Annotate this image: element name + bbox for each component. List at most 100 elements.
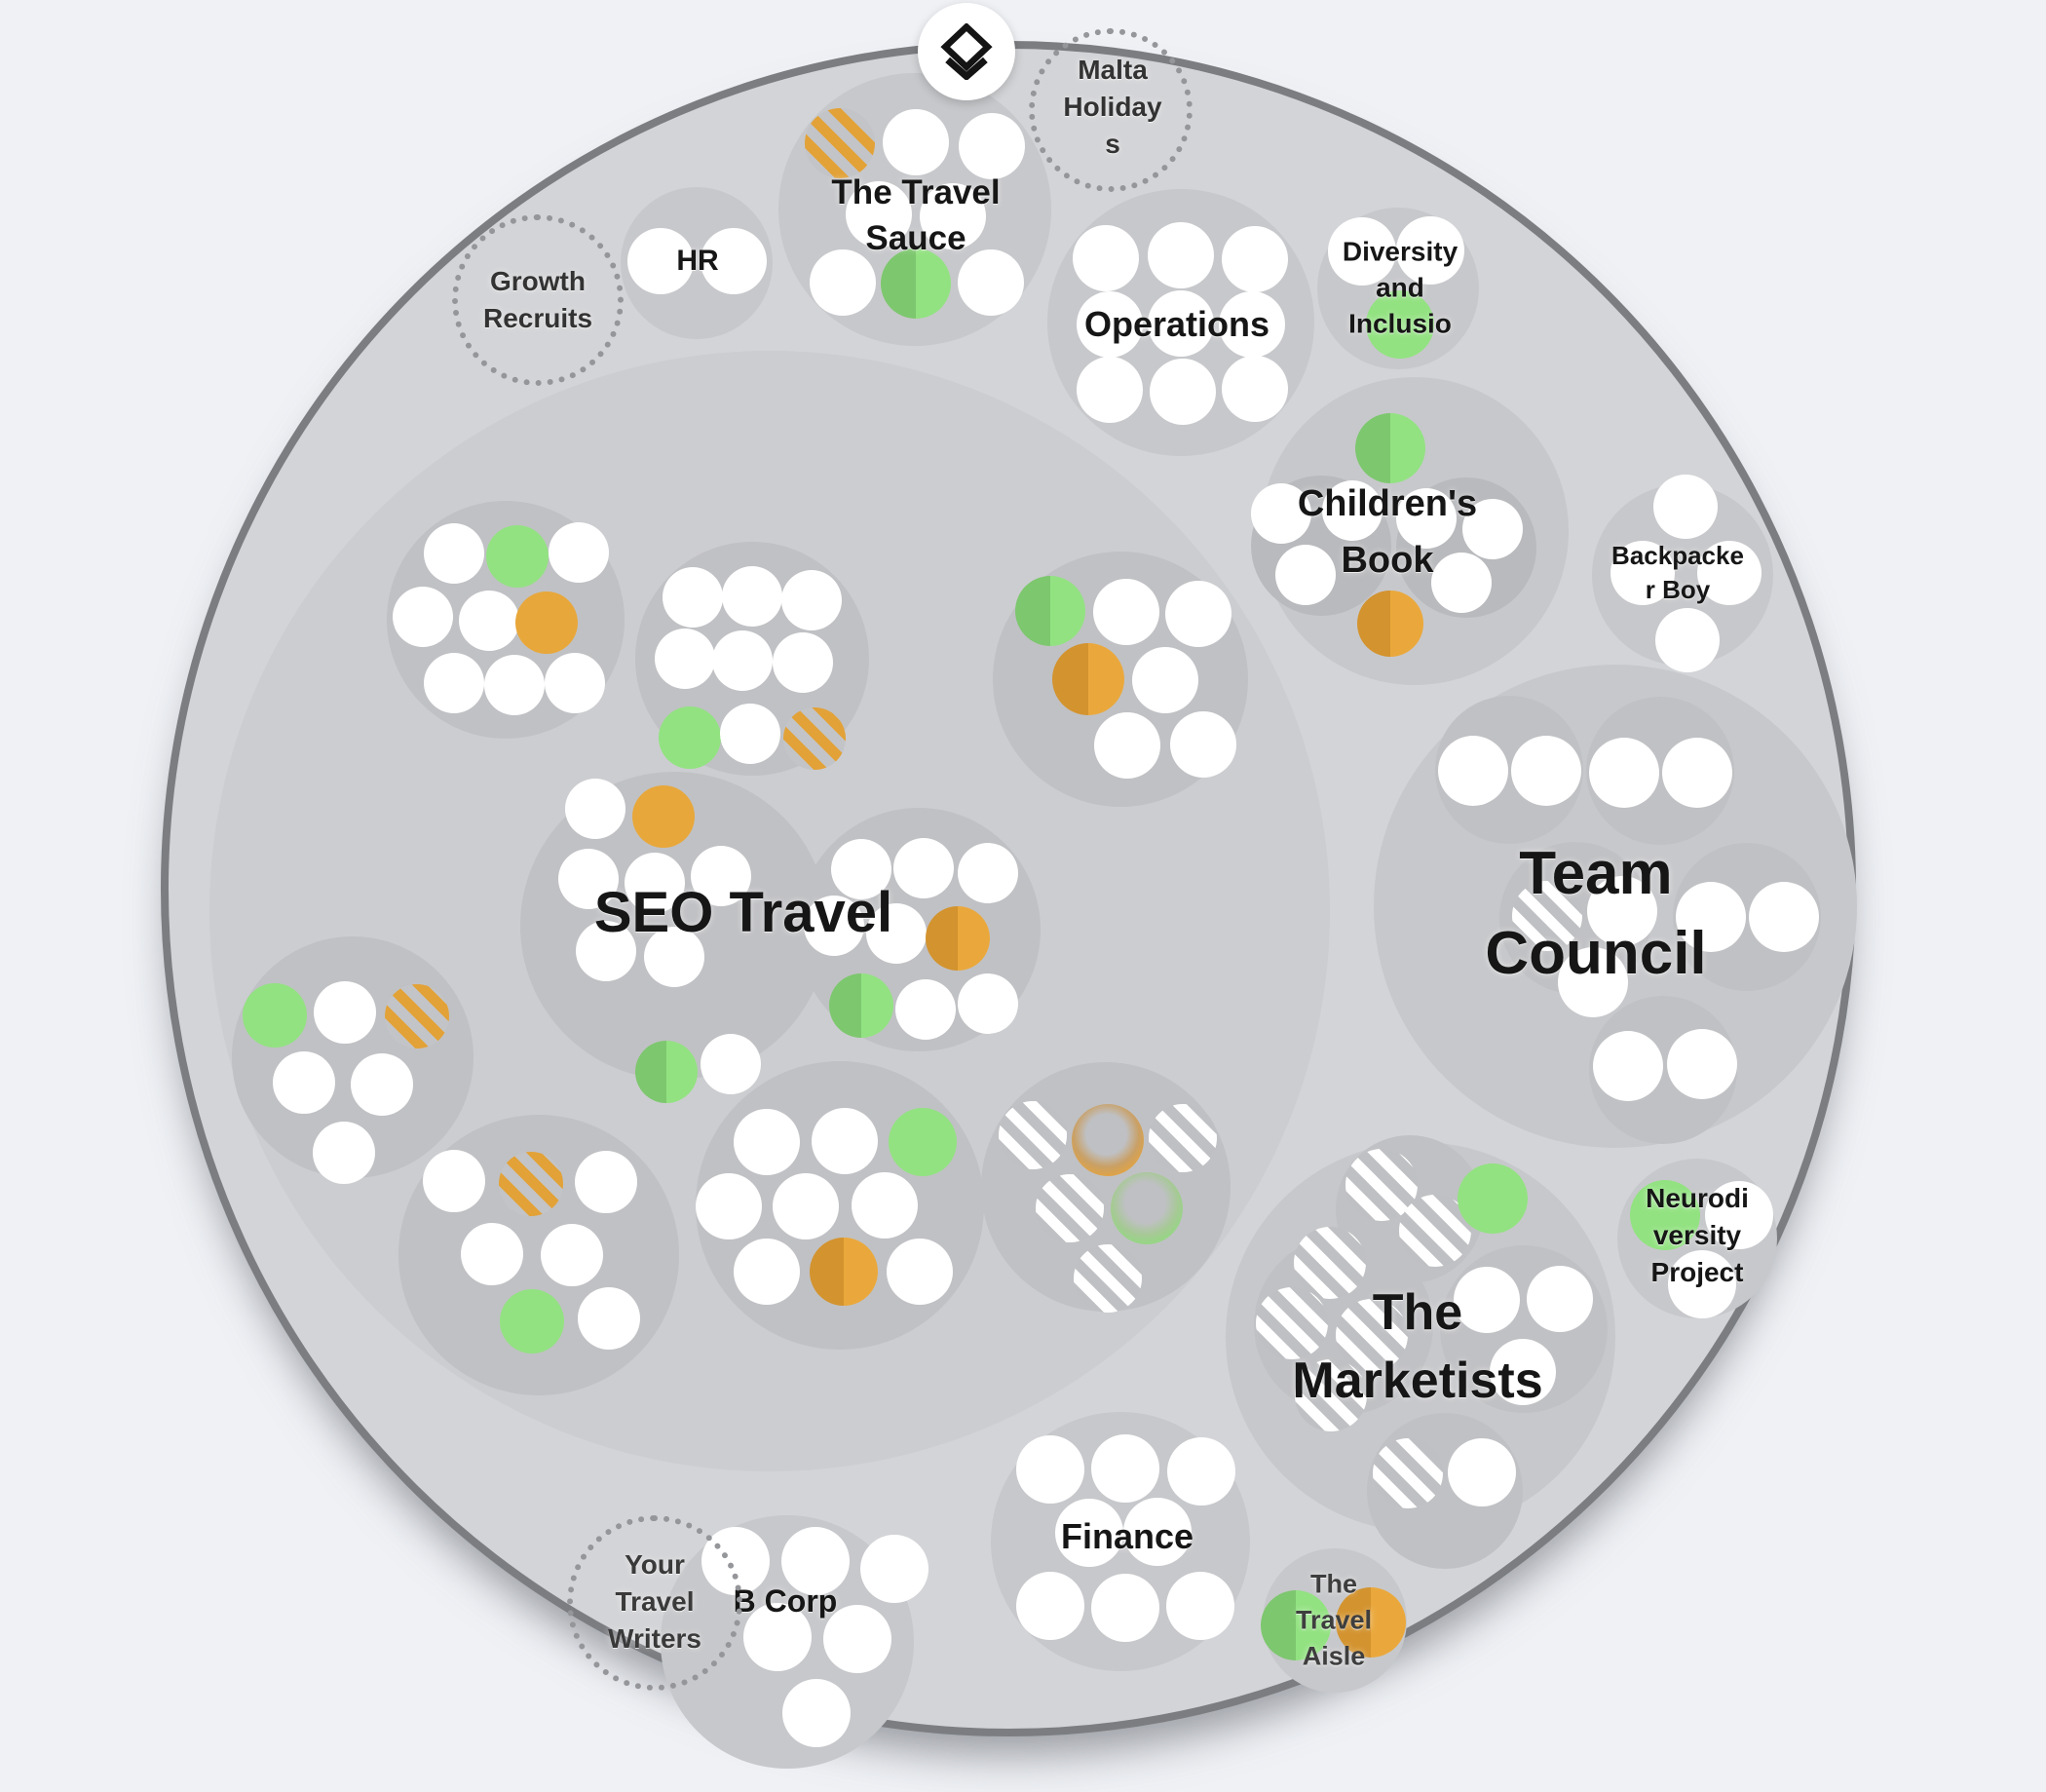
member-circle[interactable] (1132, 647, 1198, 713)
member-circle-green[interactable] (1366, 290, 1434, 359)
member-circle-green[interactable] (243, 983, 307, 1048)
member-circle[interactable] (920, 183, 986, 249)
member-circle[interactable] (1123, 1498, 1192, 1566)
member-circle-green[interactable] (500, 1289, 564, 1354)
member-circle[interactable] (1167, 1437, 1235, 1506)
circle-growth-recruits[interactable] (452, 214, 624, 386)
member-circle-striped-orange[interactable] (499, 1152, 563, 1216)
member-circle-green[interactable] (1015, 576, 1085, 646)
member-circle-striped-white[interactable] (1074, 1244, 1142, 1313)
member-circle[interactable] (958, 843, 1018, 903)
member-circle[interactable] (782, 1679, 851, 1747)
member-circle-orange[interactable] (1336, 1587, 1406, 1658)
member-circle-green[interactable] (829, 973, 893, 1038)
member-avatar-green[interactable] (1111, 1172, 1183, 1244)
member-circle[interactable] (734, 1109, 800, 1175)
member-circle[interactable] (461, 1223, 523, 1285)
member-circle[interactable] (625, 853, 685, 913)
member-circle[interactable] (1676, 882, 1746, 952)
member-circle-green[interactable] (1630, 1180, 1700, 1250)
member-circle[interactable] (1438, 736, 1508, 806)
member-circle[interactable] (1655, 608, 1720, 672)
member-circle[interactable] (1462, 499, 1523, 559)
member-circle[interactable] (1662, 738, 1732, 808)
member-circle[interactable] (1667, 1029, 1737, 1099)
member-circle[interactable] (1558, 947, 1628, 1017)
member-circle[interactable] (424, 653, 484, 713)
member-circle[interactable] (1697, 541, 1762, 605)
member-circle[interactable] (1749, 882, 1819, 952)
member-circle[interactable] (1091, 1434, 1159, 1503)
member-circle[interactable] (1322, 480, 1383, 541)
member-circle[interactable] (1222, 356, 1288, 422)
member-circle[interactable] (712, 630, 773, 691)
member-circle[interactable] (1587, 876, 1657, 946)
member-circle[interactable] (459, 591, 519, 651)
member-circle[interactable] (722, 566, 782, 627)
member-circle[interactable] (860, 1535, 928, 1603)
member-circle[interactable] (1275, 545, 1336, 605)
member-circle-orange[interactable] (926, 906, 990, 971)
member-circle-striped-white[interactable] (1036, 1174, 1104, 1242)
member-circle[interactable] (691, 846, 751, 906)
member-circle[interactable] (1077, 291, 1143, 358)
member-circle[interactable] (558, 849, 619, 909)
member-circle-orange[interactable] (632, 785, 695, 848)
member-circle[interactable] (1093, 579, 1159, 645)
member-circle[interactable] (1610, 541, 1675, 605)
member-circle[interactable] (1593, 1031, 1663, 1101)
member-circle[interactable] (696, 1173, 762, 1239)
member-circle-striped-orange[interactable] (805, 108, 875, 178)
member-circle[interactable] (1589, 738, 1659, 808)
member-circle[interactable] (484, 655, 545, 715)
member-circle[interactable] (846, 181, 912, 248)
member-circle[interactable] (1016, 1435, 1084, 1504)
member-circle-striped-white[interactable] (1336, 1299, 1408, 1371)
member-circle[interactable] (958, 973, 1018, 1034)
member-circle[interactable] (1396, 216, 1464, 285)
member-circle[interactable] (812, 1108, 878, 1174)
member-circle-orange[interactable] (1052, 643, 1124, 715)
member-circle-striped-white[interactable] (999, 1101, 1067, 1169)
member-circle[interactable] (1055, 1499, 1123, 1567)
member-circle-striped-white[interactable] (1294, 1227, 1366, 1299)
member-circle[interactable] (1454, 1267, 1520, 1333)
member-circle[interactable] (1148, 290, 1214, 357)
member-circle[interactable] (549, 522, 609, 583)
member-circle[interactable] (351, 1053, 413, 1116)
member-circle[interactable] (823, 1605, 891, 1673)
member-circle[interactable] (273, 1051, 335, 1114)
member-circle[interactable] (1222, 226, 1288, 292)
member-circle[interactable] (831, 839, 891, 899)
member-circle[interactable] (541, 1224, 603, 1286)
member-circle-green[interactable] (635, 1041, 698, 1103)
member-circle[interactable] (424, 523, 484, 584)
member-circle-striped-white[interactable] (1256, 1287, 1328, 1359)
member-circle[interactable] (959, 113, 1025, 179)
circle-malta-holidays[interactable] (1029, 28, 1193, 192)
member-circle[interactable] (1511, 736, 1581, 806)
member-circle-orange[interactable] (515, 591, 578, 654)
member-circle[interactable] (1448, 1438, 1516, 1506)
member-circle-green[interactable] (1458, 1163, 1528, 1234)
member-circle[interactable] (804, 896, 864, 956)
member-circle[interactable] (1166, 1572, 1234, 1640)
member-circle[interactable] (1073, 225, 1139, 291)
member-circle[interactable] (1148, 222, 1214, 288)
member-circle[interactable] (883, 109, 949, 175)
member-circle[interactable] (810, 249, 876, 316)
member-circle[interactable] (866, 903, 927, 964)
member-circle[interactable] (576, 921, 636, 981)
member-circle-orange[interactable] (1357, 591, 1423, 657)
member-circle-green[interactable] (486, 525, 549, 588)
member-circle[interactable] (1328, 217, 1396, 286)
member-circle-striped-white[interactable] (1373, 1438, 1443, 1508)
member-circle[interactable] (734, 1239, 800, 1305)
member-circle-green[interactable] (889, 1108, 957, 1176)
member-circle[interactable] (1077, 357, 1143, 423)
member-circle[interactable] (423, 1150, 485, 1212)
member-circle[interactable] (958, 249, 1024, 316)
member-circle[interactable] (663, 567, 723, 628)
member-circle[interactable] (1653, 475, 1718, 539)
member-circle[interactable] (1016, 1572, 1084, 1640)
